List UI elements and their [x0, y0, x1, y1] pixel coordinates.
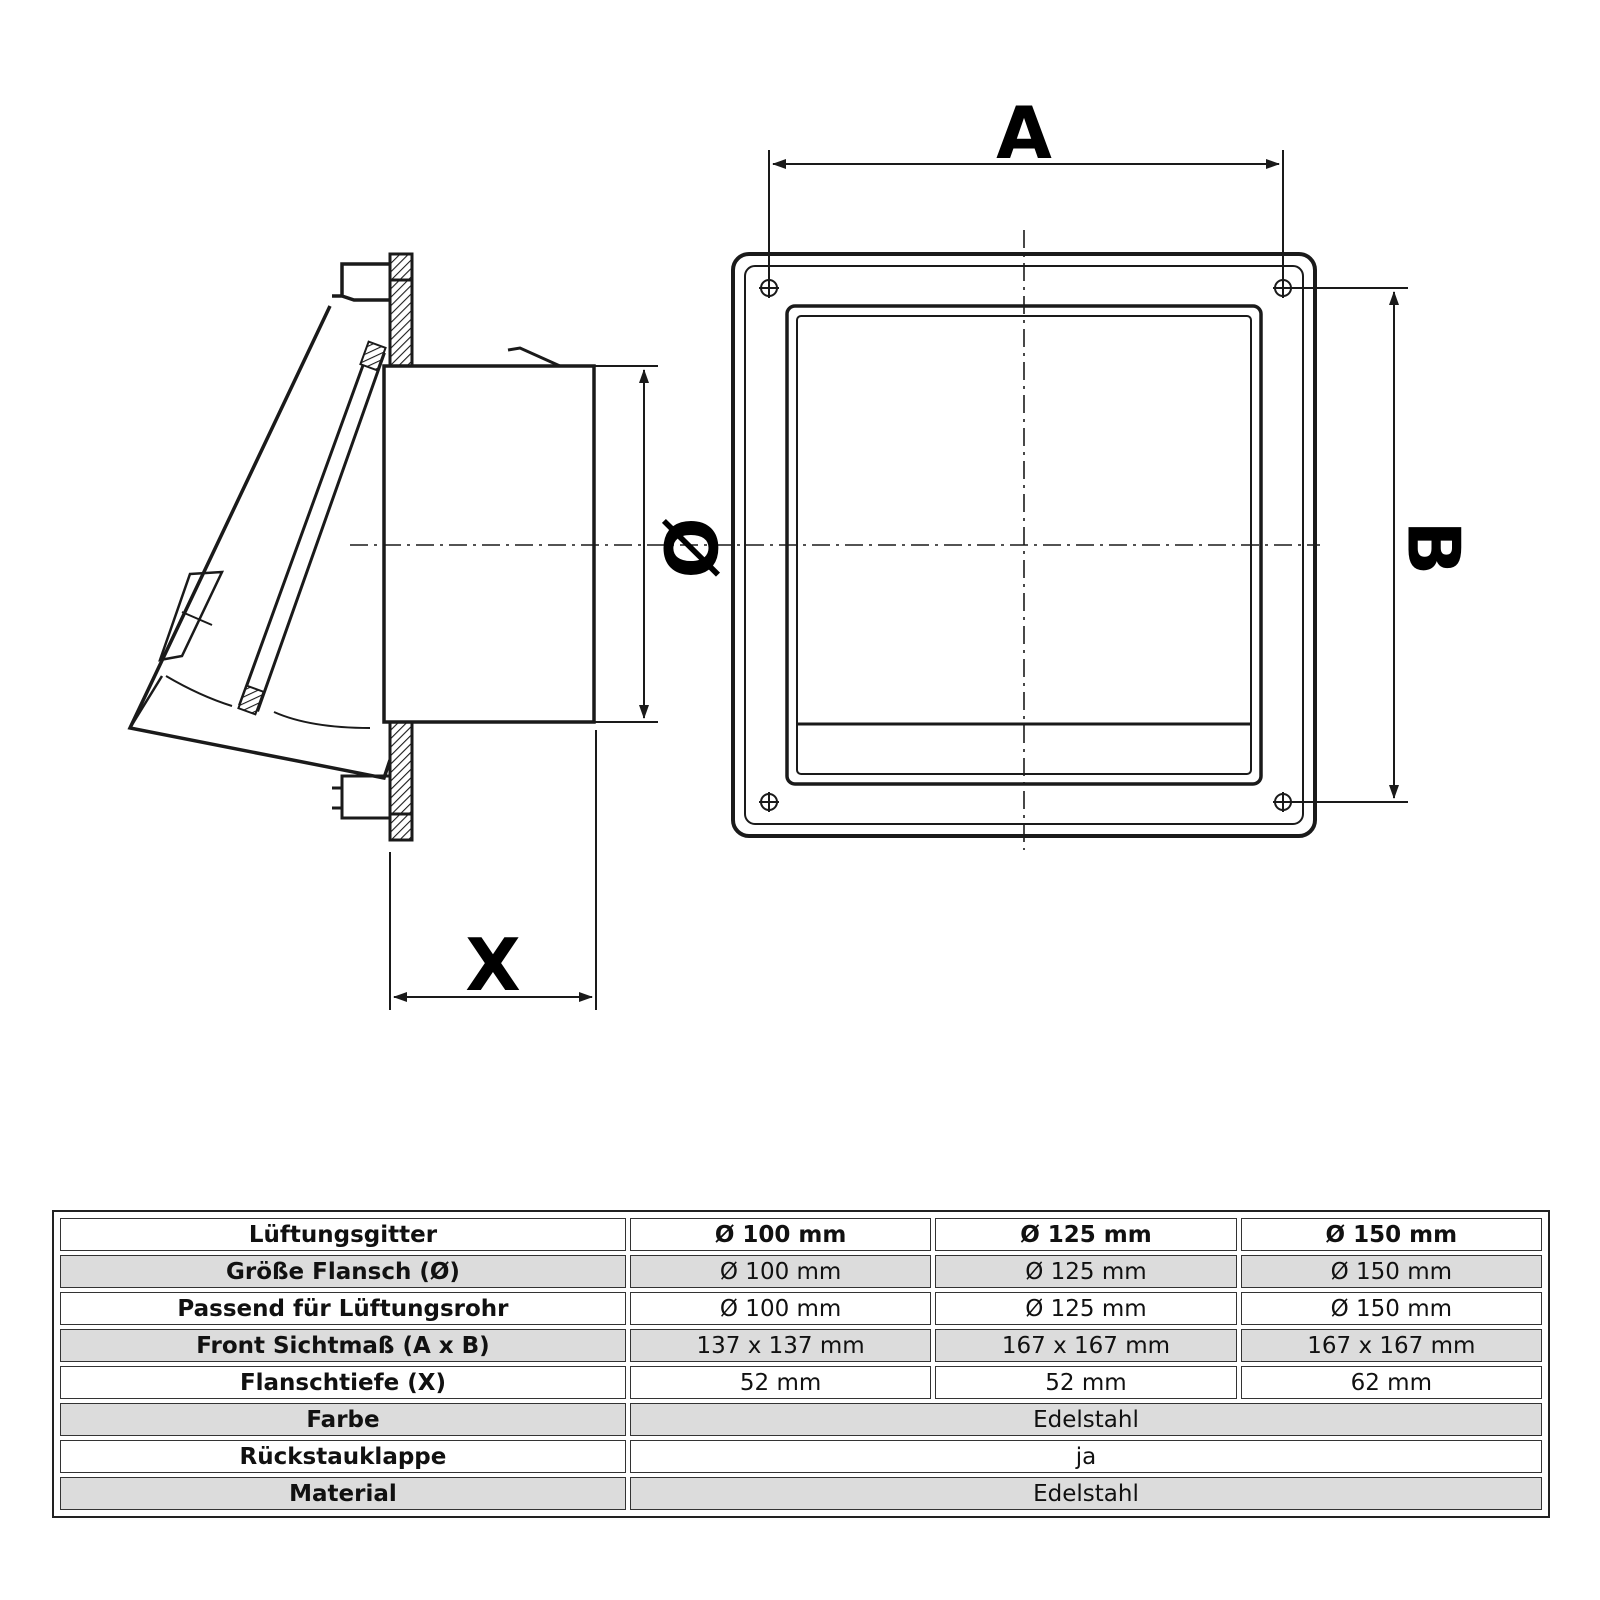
- header-cell: Lüftungsgitter: [60, 1218, 626, 1251]
- table-cell: 137 x 137 mm: [629, 1329, 932, 1362]
- hood-outline: [127, 262, 392, 781]
- table-cell: 62 mm: [1240, 1366, 1542, 1399]
- row-label: Flanschtiefe (X): [60, 1366, 626, 1399]
- header-cell: Ø 100 mm: [629, 1218, 932, 1251]
- louver-flap: [238, 343, 386, 712]
- table-row: Größe Flansch (Ø) Ø 100 mm Ø 125 mm Ø 15…: [60, 1255, 1542, 1288]
- table-cell: Ø 100 mm: [629, 1292, 932, 1325]
- table-cell: Ø 125 mm: [935, 1292, 1237, 1325]
- a-label: A: [996, 91, 1052, 175]
- row-label: Farbe: [60, 1403, 626, 1436]
- row-label: Größe Flansch (Ø): [60, 1255, 626, 1288]
- x-dimension: [389, 730, 597, 1010]
- table-cell: 167 x 167 mm: [935, 1329, 1237, 1362]
- a-dimension: [768, 150, 1284, 288]
- table-row: Rückstauklappe ja: [60, 1440, 1542, 1473]
- header-cell: Ø 150 mm: [1240, 1218, 1542, 1251]
- table-row: Farbe Edelstahl: [60, 1403, 1542, 1436]
- table-cell: 52 mm: [935, 1366, 1237, 1399]
- table-cell: Ø 100 mm: [629, 1255, 932, 1288]
- diameter-label: Ø: [647, 517, 731, 578]
- technical-drawing: Ø X A B: [127, 91, 1475, 1010]
- side-view: [127, 252, 596, 842]
- table-row: Material Edelstahl: [60, 1477, 1542, 1510]
- table-header-row: Lüftungsgitter Ø 100 mm Ø 125 mm Ø 150 m…: [60, 1218, 1542, 1251]
- table-cell: 167 x 167 mm: [1240, 1329, 1542, 1362]
- row-label: Rückstauklappe: [60, 1440, 626, 1473]
- spec-table: Lüftungsgitter Ø 100 mm Ø 125 mm Ø 150 m…: [52, 1210, 1550, 1518]
- row-label: Material: [60, 1477, 626, 1510]
- table-row: Passend für Lüftungsrohr Ø 100 mm Ø 125 …: [60, 1292, 1542, 1325]
- table-cell: 52 mm: [629, 1366, 932, 1399]
- row-label: Passend für Lüftungsrohr: [60, 1292, 626, 1325]
- table-cell: Edelstahl: [629, 1477, 1542, 1510]
- table-cell: Ø 150 mm: [1240, 1292, 1542, 1325]
- table-cell: Edelstahl: [629, 1403, 1542, 1436]
- table-cell: ja: [629, 1440, 1542, 1473]
- diameter-dimension: [594, 365, 658, 723]
- table-cell: Ø 125 mm: [935, 1255, 1237, 1288]
- table-row: Flanschtiefe (X) 52 mm 52 mm 62 mm: [60, 1366, 1542, 1399]
- duct-body: [382, 364, 596, 724]
- b-label: B: [1391, 521, 1475, 576]
- table-cell: Ø 150 mm: [1240, 1255, 1542, 1288]
- b-dimension: [1283, 287, 1408, 803]
- header-cell: Ø 125 mm: [935, 1218, 1237, 1251]
- x-label: X: [465, 923, 521, 1007]
- row-label: Front Sichtmaß (A x B): [60, 1329, 626, 1362]
- table-row: Front Sichtmaß (A x B) 137 x 137 mm 167 …: [60, 1329, 1542, 1362]
